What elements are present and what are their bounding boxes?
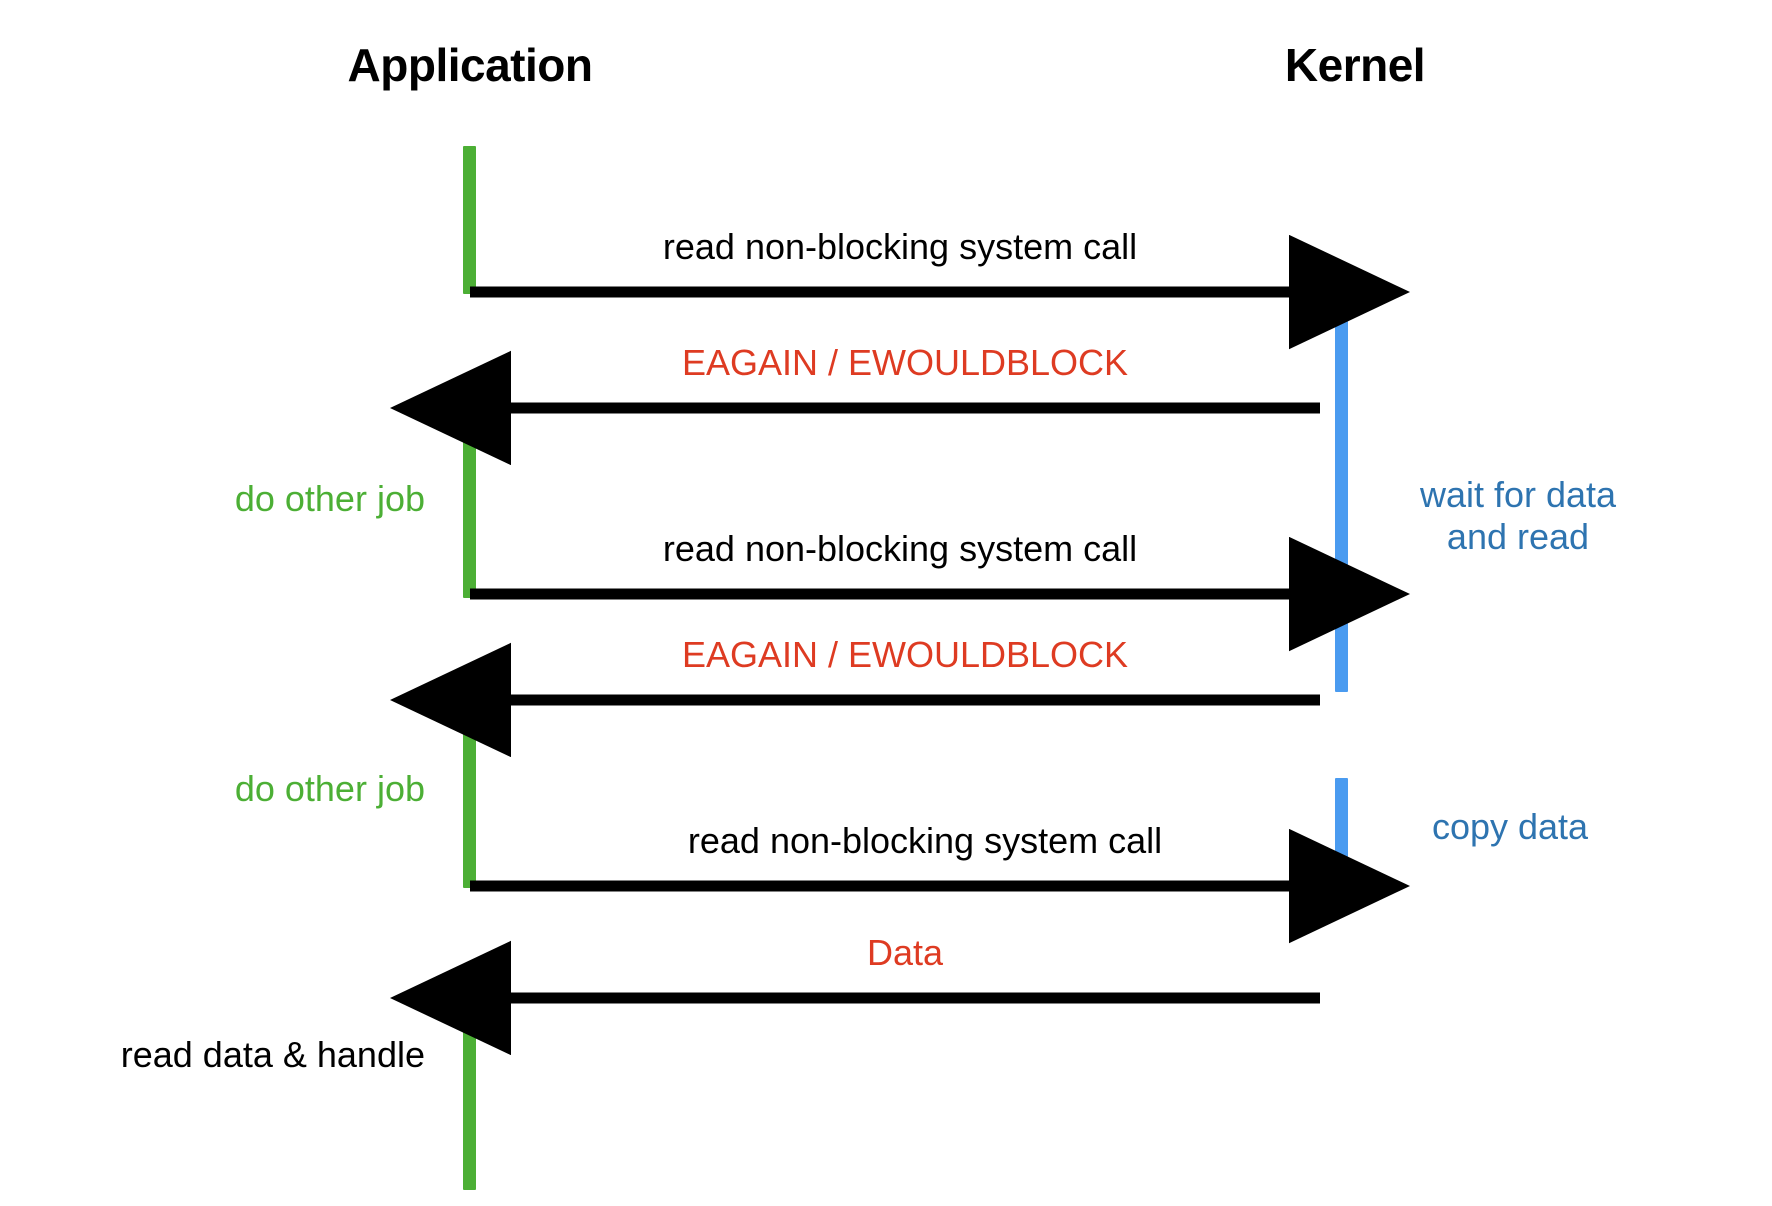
arrow-label-eagain-1: EAGAIN / EWOULDBLOCK — [681, 342, 1129, 383]
annotation-do-other-job-1: do other job — [234, 478, 425, 519]
column-header-application: Application — [347, 39, 593, 91]
arrow-label-read-nonblocking-2: read non-blocking system call — [662, 528, 1138, 569]
annotation-wait-line-2: and read — [1446, 516, 1590, 558]
arrow-label-data: Data — [866, 932, 944, 973]
annotation-wait-line-1: wait for data — [1419, 474, 1617, 515]
arrow-label-eagain-2: EAGAIN / EWOULDBLOCK — [681, 634, 1129, 675]
annotation-wait-for-data-and-read: wait for data and read — [1420, 474, 1616, 559]
column-header-kernel: Kernel — [1284, 39, 1426, 91]
arrow-label-read-nonblocking-3: read non-blocking system call — [687, 820, 1163, 861]
annotation-copy-data: copy data — [1431, 806, 1589, 847]
application-lifeline-segment-1 — [463, 146, 476, 294]
arrow-label-read-nonblocking-1: read non-blocking system call — [662, 226, 1138, 267]
annotation-read-data-and-handle: read data & handle — [120, 1034, 425, 1075]
annotation-do-other-job-2: do other job — [234, 768, 425, 809]
